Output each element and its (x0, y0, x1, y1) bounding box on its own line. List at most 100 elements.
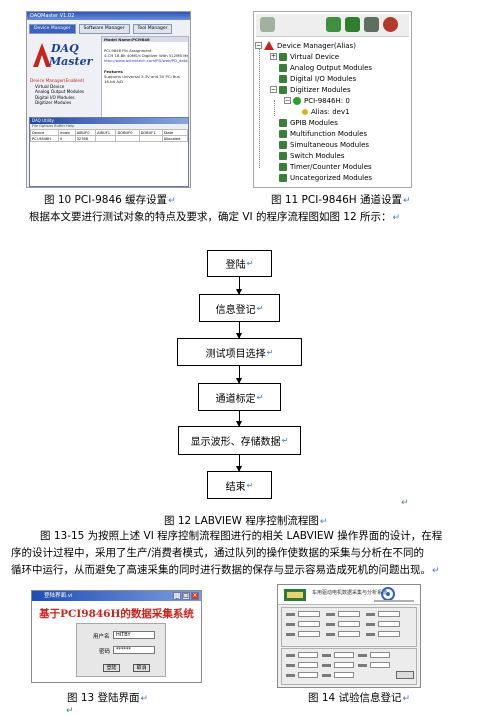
login-window-title: 登陆界面.vi (44, 593, 73, 599)
form-banner-title: 车用驱动电机数据采集与分析系统 (312, 590, 388, 596)
table-cell: PCI-9846H (29, 135, 60, 142)
tree-row-analog-output[interactable]: Analog Output Modules (279, 62, 372, 73)
confirm-button[interactable] (396, 671, 414, 679)
table-cell (115, 135, 140, 142)
collapse-icon[interactable]: − (270, 86, 277, 93)
figure-14-test-info-form: 车用驱动电机数据采集与分析系统 (277, 584, 421, 688)
module-icon (279, 162, 287, 171)
minimize-icon[interactable]: _ (173, 592, 181, 600)
form-field[interactable] (298, 611, 320, 617)
cancel-button[interactable]: 取消 (133, 664, 150, 672)
tree-row-device-manager[interactable]: − Device Manager(Alias) (255, 40, 356, 51)
collapse-icon[interactable]: − (284, 97, 291, 104)
login-button[interactable]: 登陆 (103, 664, 120, 672)
form-field[interactable] (370, 662, 390, 668)
buffer-table: Device Index AIBUF0 AIBUF1 DOBUF0 DOBUF1… (29, 129, 189, 172)
tree-row-timer-counter[interactable]: Timer/Counter Modules (279, 161, 372, 172)
tree-row-gpib[interactable]: GPIB Modules (279, 117, 338, 128)
form-field[interactable] (334, 672, 354, 678)
form-banner: 车用驱动电机数据采集与分析系统 (278, 585, 420, 605)
university-emblem-icon (284, 589, 306, 601)
module-icon (279, 140, 287, 149)
tree-label: PCI-9846H: 0 (304, 96, 350, 105)
password-label: 密码 (99, 649, 111, 655)
daq-logo-text-1: DAQ (51, 42, 79, 55)
toolbar-add-icon[interactable] (345, 17, 360, 32)
toolbar-config-icon[interactable] (364, 17, 379, 32)
flow-arrow (236, 366, 242, 384)
caption-fig13: 图 13 登陆界面↵ (67, 692, 149, 704)
flow-step-end: 结束↵ (207, 471, 272, 499)
flow-step-display-store: 显示波形、存储数据↵ (178, 426, 301, 455)
form-field[interactable] (298, 662, 318, 668)
figure-13-login-window: 登陆界面.vi _ □ × 基于PCI9846H的数据采集系统 用户名 HITB… (31, 590, 202, 683)
alias-icon (302, 108, 308, 115)
tree-item[interactable]: Device Manager(Enabled) (30, 78, 85, 83)
body-line-3: 循环中运行，从而避免了高速采集的同时进行数据的保存与显示容易造成死机的问题出现。… (11, 564, 440, 576)
body-line-1: 图 13-15 为按照上述 VI 程序控制流程图进行的相关 LABVIEW 操作… (40, 530, 443, 542)
form-field[interactable] (370, 652, 390, 658)
flow-arrow (236, 277, 242, 295)
form-field[interactable] (338, 621, 360, 627)
toolbar-refresh-icon[interactable] (326, 17, 341, 32)
toolbar-reset-icon[interactable] (383, 17, 398, 32)
table-row[interactable]: PCI-9846H 0 32768 Allocated (29, 135, 189, 142)
form-field[interactable] (378, 631, 400, 637)
tab-device-manager[interactable]: Device Manager (29, 24, 76, 34)
tree-row-uncategorized[interactable]: Uncategorized Modules (279, 172, 372, 183)
tree-row-alias[interactable]: Alias: dev1 (302, 106, 350, 117)
close-icon[interactable]: × (191, 592, 199, 600)
form-field[interactable] (298, 672, 318, 678)
panel-line: 16-bit A/D (104, 79, 124, 84)
maximize-icon[interactable]: □ (182, 592, 190, 600)
form-field[interactable] (298, 621, 320, 627)
tree-item[interactable]: Digital I/O Modules (35, 94, 75, 100)
tree-row-switch[interactable]: Switch Modules (279, 150, 344, 161)
tab-tool-manager[interactable]: Tool Manager (132, 24, 173, 34)
tree-row-digital-io[interactable]: Digital I/O Modules (279, 73, 356, 84)
panel-header: Model Name:PCI9846 (102, 37, 188, 42)
body-line-2: 序的设计过程中，采用了生产/消费者模式，通过队列的操作使数据的采集与分析在不同的 (11, 547, 425, 559)
expand-icon[interactable]: + (270, 53, 277, 60)
tree-item[interactable]: Digitizer Modules (35, 100, 72, 105)
module-icon (279, 74, 287, 83)
tree-row-digitizer[interactable]: − Digitizer Modules (270, 84, 351, 95)
form-field[interactable] (334, 652, 354, 658)
form-field[interactable] (378, 611, 400, 617)
password-input[interactable]: ****** (113, 646, 155, 654)
tree-row-simultaneous[interactable]: Simultaneous Modules (279, 139, 369, 150)
tree-label: Digital I/O Modules (290, 74, 357, 83)
tree-label: GPIB Modules (290, 118, 338, 127)
form-field[interactable] (338, 631, 360, 637)
table-cell: 0 (58, 135, 76, 142)
tree-label: Digitizer Modules (290, 85, 351, 94)
collapse-icon[interactable]: − (255, 42, 262, 49)
toolbar-grid-icon[interactable] (260, 17, 275, 32)
daq-utility-menu[interactable]: File Options Buffer Help (30, 124, 188, 129)
tree-label: Uncategorized Modules (290, 173, 373, 182)
tree-item[interactable]: Virtual Device (35, 83, 65, 89)
tree-row-virtual-device[interactable]: + Virtual Device (270, 51, 339, 62)
tree-label: Analog Output Modules (290, 63, 373, 72)
username-input[interactable]: HITBY (113, 631, 155, 639)
tree-label: Timer/Counter Modules (290, 162, 372, 171)
tab-software-manager[interactable]: Software Manager (78, 24, 130, 34)
login-heading: 基于PCI9846H的数据采集系统 (39, 608, 194, 620)
panel-link[interactable]: http://www.adlinktech.com/PD/web/PD_deta… (104, 58, 188, 63)
daq-master-tabs: Device Manager Software Manager Tool Man… (29, 24, 173, 34)
tree-label: Alias: dev1 (311, 107, 350, 116)
figure-11-device-tree-screenshot: − Device Manager(Alias) + Virtual Device… (253, 11, 412, 188)
device-toolbar (256, 14, 409, 37)
flow-step-calibration: 通道标定↵ (198, 383, 281, 411)
form-field[interactable] (378, 621, 400, 627)
flow-step-test-select: 测试项目选择↵ (177, 338, 302, 366)
form-field[interactable] (334, 662, 354, 668)
tree-row-pci9846h[interactable]: − PCI-9846H: 0 (284, 95, 350, 106)
figure-10-daq-master-screenshot: DAQMaster V1.02 Device Manager Software … (26, 11, 191, 188)
form-field[interactable] (338, 611, 360, 617)
panel-line: Features (104, 69, 123, 74)
form-field[interactable] (298, 631, 320, 637)
tree-item[interactable]: Analog Output Modules (35, 89, 85, 94)
tree-row-multifunction[interactable]: Multifunction Modules (279, 128, 367, 139)
form-field[interactable] (298, 652, 318, 658)
